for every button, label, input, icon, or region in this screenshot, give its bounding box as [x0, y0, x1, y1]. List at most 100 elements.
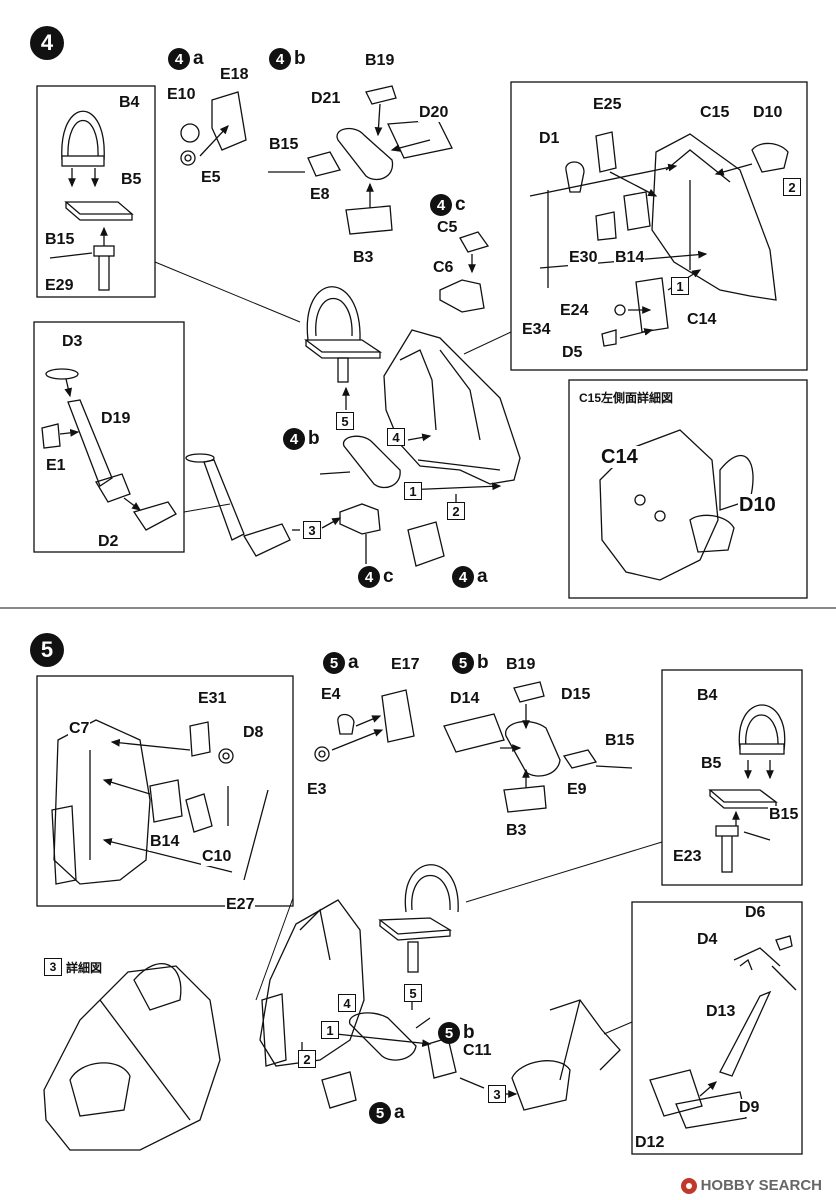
part-d20	[387, 119, 453, 159]
frame-ref-1: 1	[671, 277, 689, 295]
step4-number: 4	[30, 26, 64, 60]
step4b-tag: 4 b	[269, 48, 306, 70]
label-b14-5: B14	[149, 833, 181, 851]
part-e1	[41, 423, 61, 449]
part-e3	[314, 746, 330, 762]
main-ref-2: 2	[447, 502, 465, 520]
label-e25: E25	[592, 96, 623, 114]
label-b5: B5	[120, 171, 143, 189]
step5-frame-inset-box	[36, 675, 294, 907]
main5-ref-4: 4	[338, 994, 356, 1012]
part-b3-5	[503, 785, 547, 813]
step4b-circle: 4	[269, 48, 291, 70]
main-4c	[339, 503, 381, 535]
label-d4: D4	[696, 931, 719, 949]
label-e27: E27	[225, 896, 256, 914]
main-pedals	[511, 1060, 571, 1111]
part-d14	[443, 713, 505, 753]
main-5b	[349, 1012, 417, 1061]
step4c-letter: c	[455, 194, 466, 215]
main-ref-3: 3	[303, 521, 321, 539]
part-e25	[595, 131, 617, 173]
main-ref-1: 1	[404, 482, 422, 500]
label-c5: C5	[436, 219, 459, 237]
main-ref-4: 4	[387, 428, 405, 446]
label-e1: E1	[45, 457, 67, 475]
detail-frame	[599, 429, 719, 581]
label-d15: D15	[560, 686, 592, 704]
watermark-logo-icon	[680, 1177, 697, 1194]
step4a-main-letter: a	[477, 566, 488, 587]
main-seat-back-5	[404, 864, 459, 913]
part-e10	[180, 123, 200, 143]
step5-detail-drawing	[43, 965, 221, 1151]
main-seat-back	[306, 286, 361, 341]
label-e29: E29	[44, 277, 75, 295]
main-frame	[383, 329, 521, 485]
part-d2	[132, 501, 177, 531]
part-b3	[345, 205, 393, 235]
part-e18	[211, 91, 247, 151]
step5-pedal-inset-box	[631, 901, 803, 1155]
label-e4: E4	[320, 686, 342, 704]
step4-frame-inset-box	[510, 81, 808, 371]
step5a-main-tag: 5 a	[369, 1102, 405, 1124]
step5a-main-circle: 5	[369, 1102, 391, 1124]
label-d13: D13	[705, 1003, 737, 1021]
step5-detail-ref: 3	[44, 958, 62, 976]
part-d3	[45, 368, 79, 380]
detail-title: C15左側面詳細図	[578, 389, 675, 407]
label-d10: D10	[752, 104, 784, 122]
label-e10: E10	[166, 86, 197, 104]
part-d1	[565, 161, 585, 193]
step4b-main-tag: 4 b	[283, 428, 320, 450]
step5b-main-circle: 5	[438, 1022, 460, 1044]
step5-detail-title: 3 詳細図	[44, 958, 102, 976]
frame-ref-2: 2	[783, 178, 801, 196]
step5a-circle: 5	[323, 652, 345, 674]
part-d8	[218, 748, 234, 764]
step5-seat-inset-box	[661, 669, 803, 886]
main-4b	[342, 435, 401, 489]
step5a-tag: 5 a	[323, 652, 359, 674]
label-b19: B19	[364, 52, 396, 70]
label-e8: E8	[309, 186, 331, 204]
label-e30: E30	[568, 249, 599, 267]
label-b3-5: B3	[505, 822, 528, 840]
step4c-main-tag: 4 c	[358, 566, 394, 588]
step4-detail-box	[568, 379, 808, 599]
part-d21	[336, 127, 394, 181]
label-d6: D6	[744, 904, 767, 922]
step4a-main-tag: 4 a	[452, 566, 488, 588]
step5b-main-tag: 5 b	[438, 1022, 475, 1044]
label-e23: E23	[672, 848, 703, 866]
label-b4-5: B4	[696, 687, 719, 705]
label-b15-5: B15	[768, 806, 800, 824]
label-e9: E9	[566, 781, 588, 799]
main5-ref-5: 5	[404, 984, 422, 1002]
main-5a	[321, 1071, 357, 1109]
label-d2: D2	[97, 533, 120, 551]
label-e17: E17	[390, 656, 421, 674]
step4b-main-circle: 4	[283, 428, 305, 450]
step5b-letter: b	[477, 652, 489, 673]
part-c5	[459, 231, 490, 253]
step4c-circle: 4	[430, 194, 452, 216]
step4a-tag: 4 a	[168, 48, 204, 70]
part-b14-5	[149, 779, 183, 823]
label-d3: D3	[61, 333, 84, 351]
step4a-letter: a	[193, 48, 204, 69]
part-d15	[505, 720, 561, 777]
step4a-main-circle: 4	[452, 566, 474, 588]
step4c-main-letter: c	[383, 566, 394, 587]
seat-pan-5	[708, 789, 778, 803]
label-b15-4b: B15	[268, 136, 300, 154]
part-e24	[614, 304, 626, 316]
step5-detail-text: 詳細図	[66, 960, 103, 975]
part-e4	[337, 713, 355, 735]
step4b-main-letter: b	[308, 428, 320, 449]
label-d9: D9	[738, 1099, 761, 1117]
part-d6	[775, 935, 793, 951]
